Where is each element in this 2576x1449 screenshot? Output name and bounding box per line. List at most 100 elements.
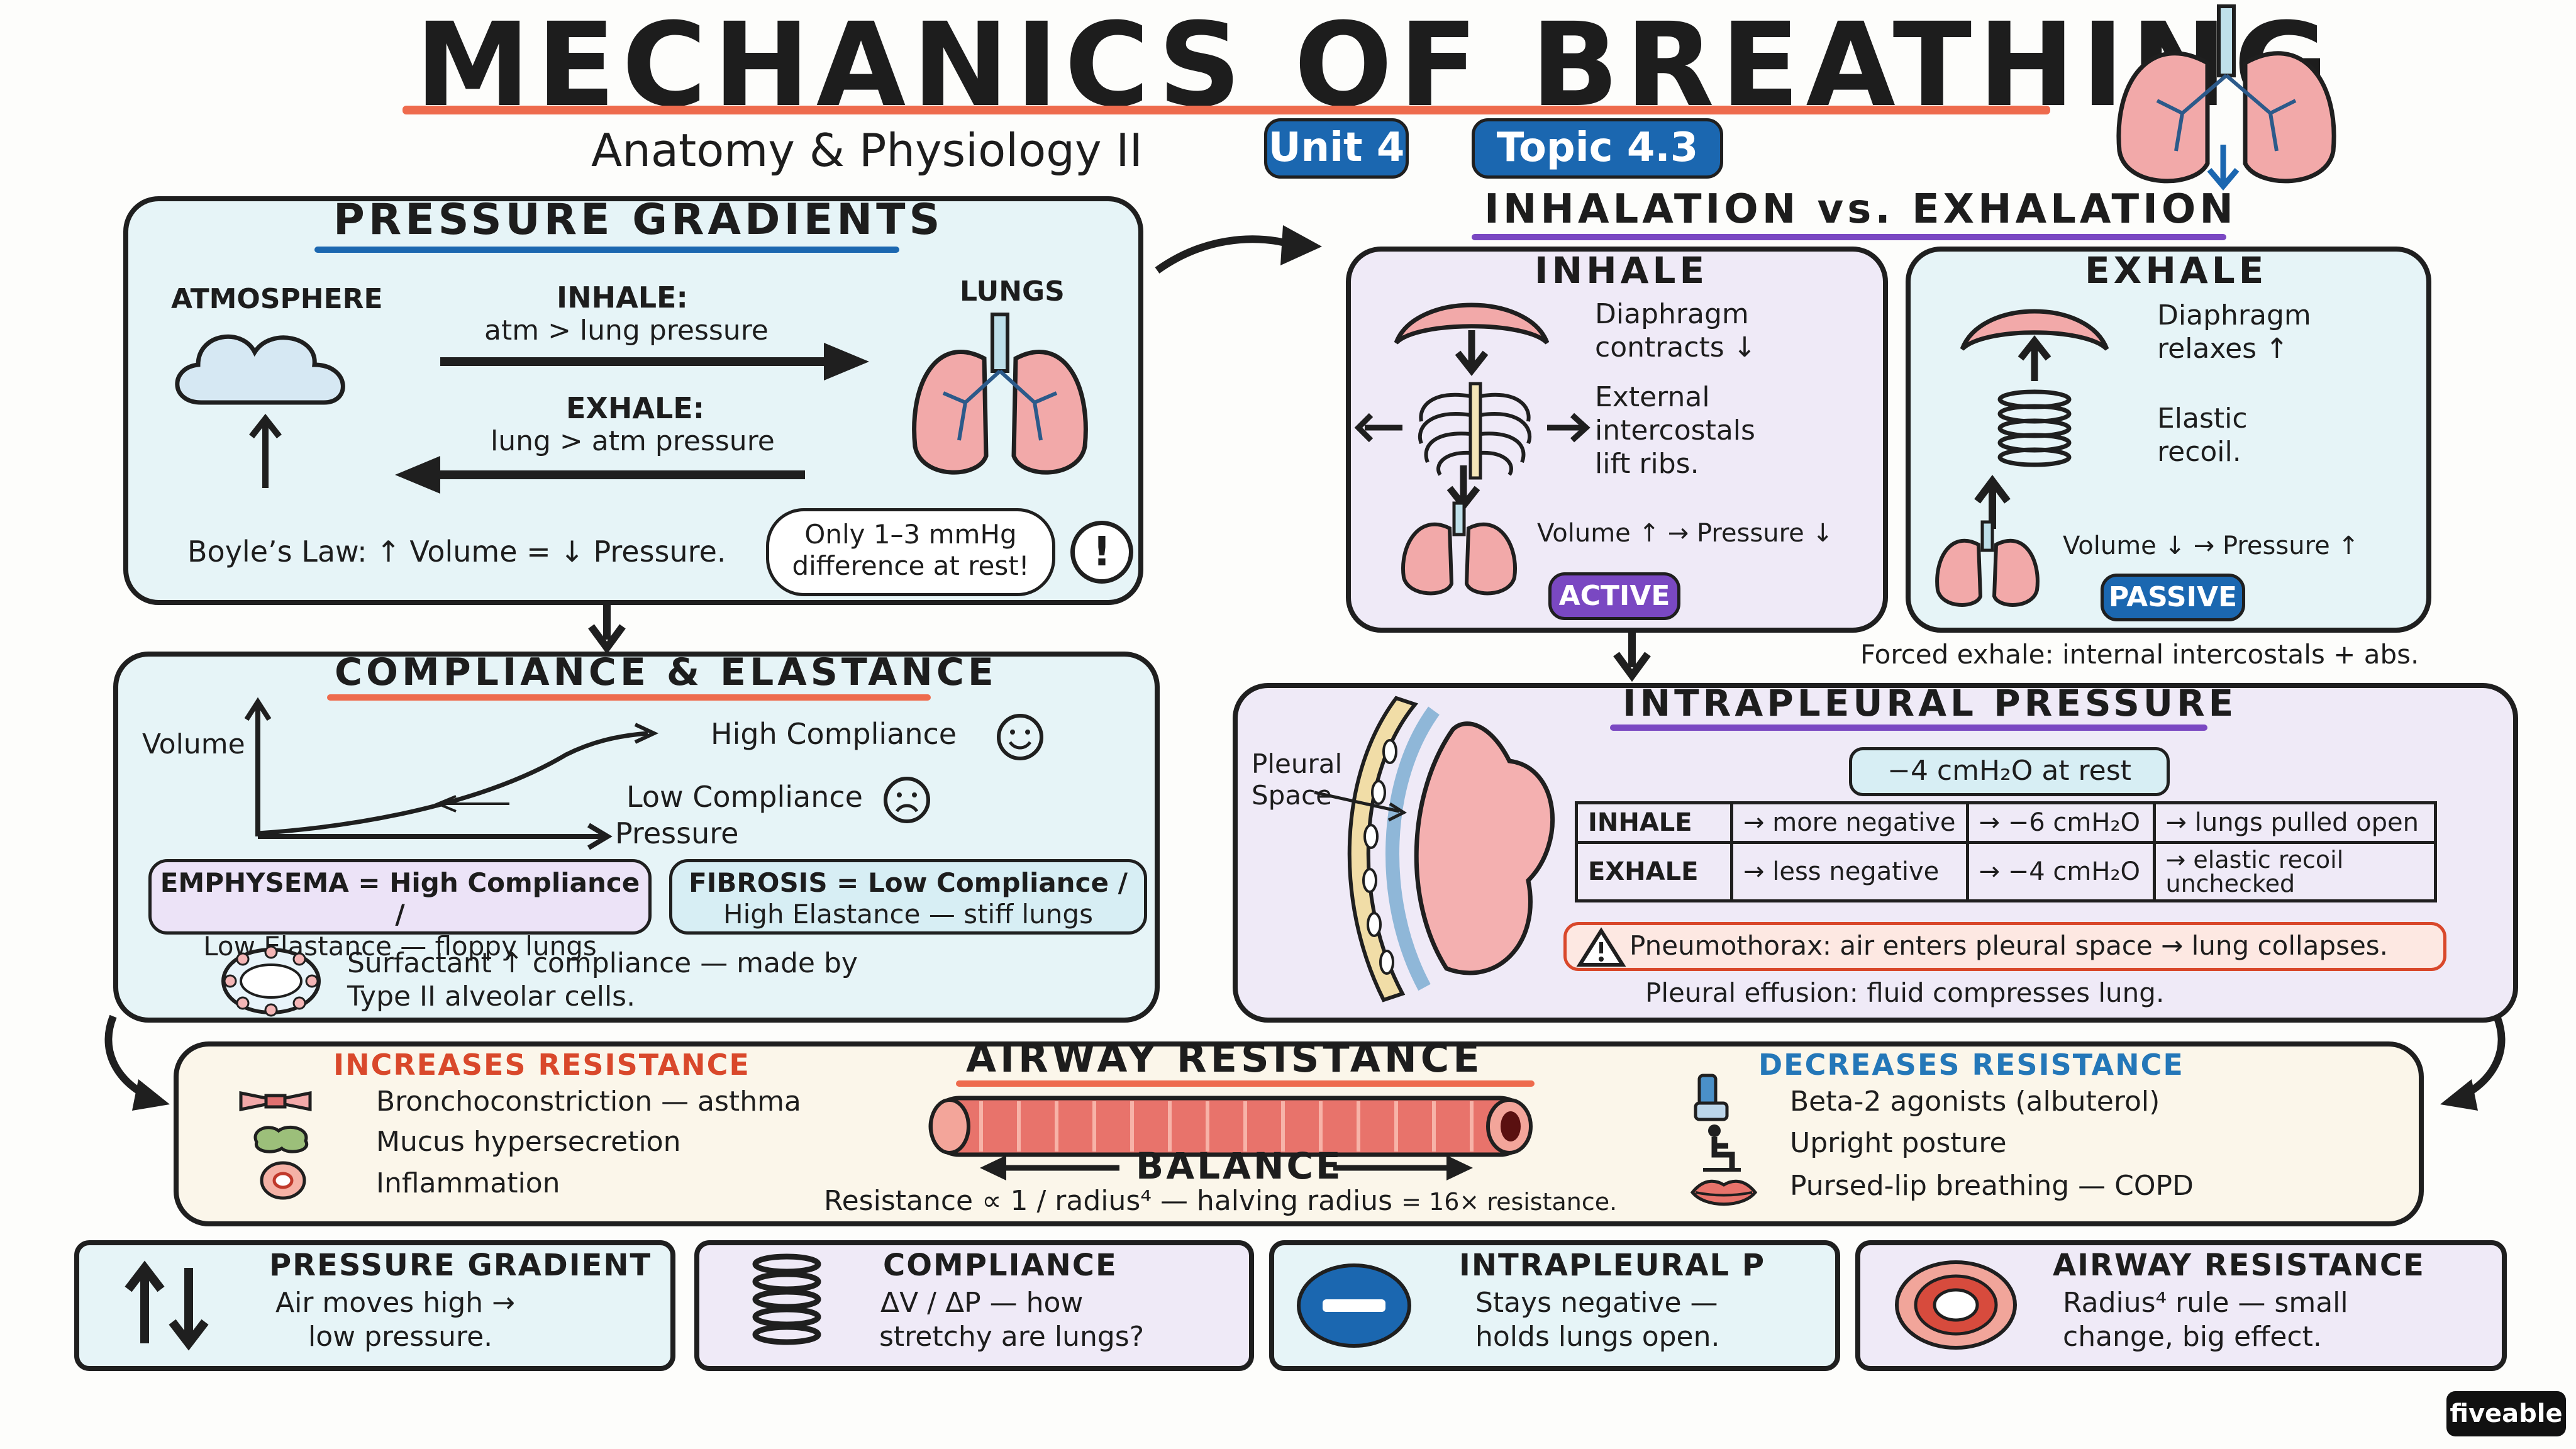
active-badge: ACTIVE — [1548, 572, 1680, 620]
exhale-step2: Elastic recoil. — [2157, 402, 2248, 469]
increase-item-3: Inflammation — [376, 1167, 560, 1199]
inhale-step1-line1: Diaphragm — [1595, 298, 1749, 330]
fibrosis-line2: High Elastance — stiff lungs — [723, 899, 1093, 930]
value-cell: → −6 cmH₂O — [1965, 801, 2156, 844]
lungs-icon — [1935, 520, 2040, 607]
formula-tail: = 16× resistance. — [1401, 1188, 1618, 1216]
sad-face-icon — [884, 777, 930, 823]
up-down-arrows-icon — [125, 1260, 209, 1351]
inhale-arrow — [440, 343, 869, 380]
title-underline — [402, 106, 2050, 114]
inhale-step1-line2: contracts ↓ — [1595, 331, 1757, 364]
summary-line: holds lungs open. — [1475, 1321, 1720, 1353]
pneumothorax-text: Pneumothorax: air enters pleural space →… — [1629, 930, 2389, 961]
exhale-gradient-label: EXHALE: — [566, 391, 705, 425]
bronchoconstriction-icon — [239, 1091, 312, 1112]
effusion-note: Pleural effusion: fluid compresses lung. — [1645, 977, 2165, 1008]
spring-icon — [1997, 389, 2072, 467]
value-cell: → −4 cmH₂O — [1965, 841, 2156, 902]
inhale-exhale-title: INHALATION vs. EXHALATION — [1484, 186, 2237, 233]
exhale-volume-pressure: Volume ↓ → Pressure ↑ — [2063, 531, 2359, 560]
forced-exhale-note: Forced exhale: internal intercostals + a… — [1860, 639, 2419, 670]
exhale-title: EXHALE — [2085, 249, 2268, 292]
inhale-volume-pressure: Volume ↑ → Pressure ↓ — [1537, 519, 1833, 548]
summary-title: INTRAPLEURAL P — [1459, 1248, 1765, 1283]
fibrosis-tag: FIBROSIS = Low Compliance / High Elastan… — [669, 859, 1147, 935]
phase-cell: EXHALE — [1575, 841, 1733, 902]
surfactant-note: Surfactant ↑ compliance — made by Type I… — [347, 947, 858, 1014]
decrease-item-3: Pursed-lip breathing — COPD — [1790, 1170, 2194, 1202]
diaphragm-icon — [1960, 309, 2109, 351]
compliance-underline — [327, 694, 931, 701]
airway-underline — [956, 1080, 1535, 1087]
page-title: MECHANICS OF BREATHING — [415, 0, 2335, 133]
exhale-step1-line1: Diaphragm — [2157, 299, 2311, 331]
lungs-label: LUNGS — [960, 275, 1065, 308]
brand-logo: fiveable — [2446, 1391, 2566, 1436]
effect-cell: → lungs pulled open — [2152, 801, 2437, 844]
phase-cell: INHALE — [1575, 801, 1733, 844]
resistance-formula: Resistance ∝ 1 / radius⁴ — halving radiu… — [824, 1185, 1617, 1218]
emphysema-line1: EMPHYSEMA = High Compliance / — [160, 867, 640, 930]
inhale-title: INHALE — [1535, 249, 1709, 292]
inhale-step2-line1: External — [1595, 381, 1710, 413]
change-cell: → less negative — [1730, 841, 1969, 902]
inhale-step2-line3: lift ribs. — [1595, 447, 1699, 480]
compliance-graph — [244, 697, 659, 850]
ribcage-icon — [1354, 382, 1591, 480]
effect-cell: → elastic recoil unchecked — [2152, 841, 2437, 902]
summary-title: PRESSURE GRADIENT — [269, 1248, 652, 1283]
summary-line: Radius⁴ rule — small — [2063, 1287, 2348, 1319]
increase-item-1: Bronchoconstriction — asthma — [376, 1085, 801, 1118]
pleural-space-label: Pleural Space — [1252, 748, 1342, 812]
inhale-step1: Diaphragm contracts ↓ — [1595, 298, 1757, 365]
alert-icon: ! — [1070, 521, 1133, 584]
unit-badge: Unit 4 — [1264, 118, 1409, 179]
curved-arrow — [2440, 1014, 2506, 1111]
warning-icon — [1576, 927, 1626, 967]
table-row: EXHALE → less negative → −4 cmH₂O → elas… — [1575, 841, 2437, 902]
boyles-law-text: Boyle’s Law: ↑ Volume = ↓ Pressure. — [187, 535, 726, 569]
inflammation-icon — [260, 1161, 306, 1200]
atmosphere-label: ATMOSPHERE — [171, 283, 383, 315]
balance-arrow — [980, 1155, 1473, 1180]
intrapleural-title: INTRAPLEURAL PRESSURE — [1623, 682, 2238, 724]
airway-tube-illustration — [928, 1096, 1533, 1157]
topic-badge: Topic 4.3 — [1472, 118, 1723, 179]
cloud-icon — [175, 334, 345, 405]
inhaler-icon — [1694, 1074, 1729, 1121]
intrapleural-underline — [1610, 724, 2207, 731]
increases-title: INCREASES RESISTANCE — [333, 1048, 750, 1082]
summary-line: Air moves high → — [275, 1287, 515, 1319]
connector-arrow — [1155, 225, 1322, 274]
high-compliance-label: High Compliance — [711, 717, 957, 751]
exhale-step2-line1: Elastic — [2157, 402, 2248, 435]
curved-arrow — [104, 1014, 170, 1111]
decreases-title: DECREASES RESISTANCE — [1758, 1048, 2184, 1082]
summary-line: low pressure. — [308, 1321, 493, 1353]
pleura-lung-illustration — [1314, 696, 1555, 1002]
pleural-label-line1: Pleural — [1252, 748, 1343, 779]
minus-circle-icon — [1297, 1263, 1411, 1348]
passive-badge: PASSIVE — [2101, 574, 2245, 621]
down-arrow-icon — [1455, 330, 1489, 376]
airway-title: AIRWAY RESISTANCE — [966, 1035, 1484, 1081]
down-arrow-icon — [1613, 633, 1651, 682]
decrease-item-2: Upright posture — [1790, 1127, 2007, 1159]
inhale-gradient-label: INHALE: — [557, 280, 688, 314]
up-arrow-icon — [249, 413, 282, 488]
mucus-icon — [253, 1125, 309, 1153]
increase-item-2: Mucus hypersecretion — [376, 1126, 681, 1158]
pressure-gradients-title: PRESSURE GRADIENTS — [333, 195, 944, 245]
intrapleural-table: INHALE → more negative → −6 cmH₂O → lung… — [1575, 801, 2437, 902]
lungs-icon — [2116, 4, 2336, 184]
graph-x-axis-label: Pressure — [615, 816, 739, 850]
emphysema-tag: EMPHYSEMA = High Compliance / Low Elasta… — [148, 859, 652, 962]
inhale-step2-line2: intercostals — [1595, 414, 1755, 447]
exhale-step1-line2: relaxes ↑ — [2157, 332, 2289, 365]
callout-line-1: Only 1–3 mmHg — [804, 519, 1017, 550]
summary-line: change, big effect. — [2063, 1321, 2322, 1353]
exhale-step2-line2: recoil. — [2157, 435, 2241, 468]
rest-difference-callout: Only 1–3 mmHg difference at rest! — [766, 508, 1055, 596]
formula-text: Resistance ∝ 1 / radius⁴ — halving radiu… — [824, 1185, 1393, 1217]
